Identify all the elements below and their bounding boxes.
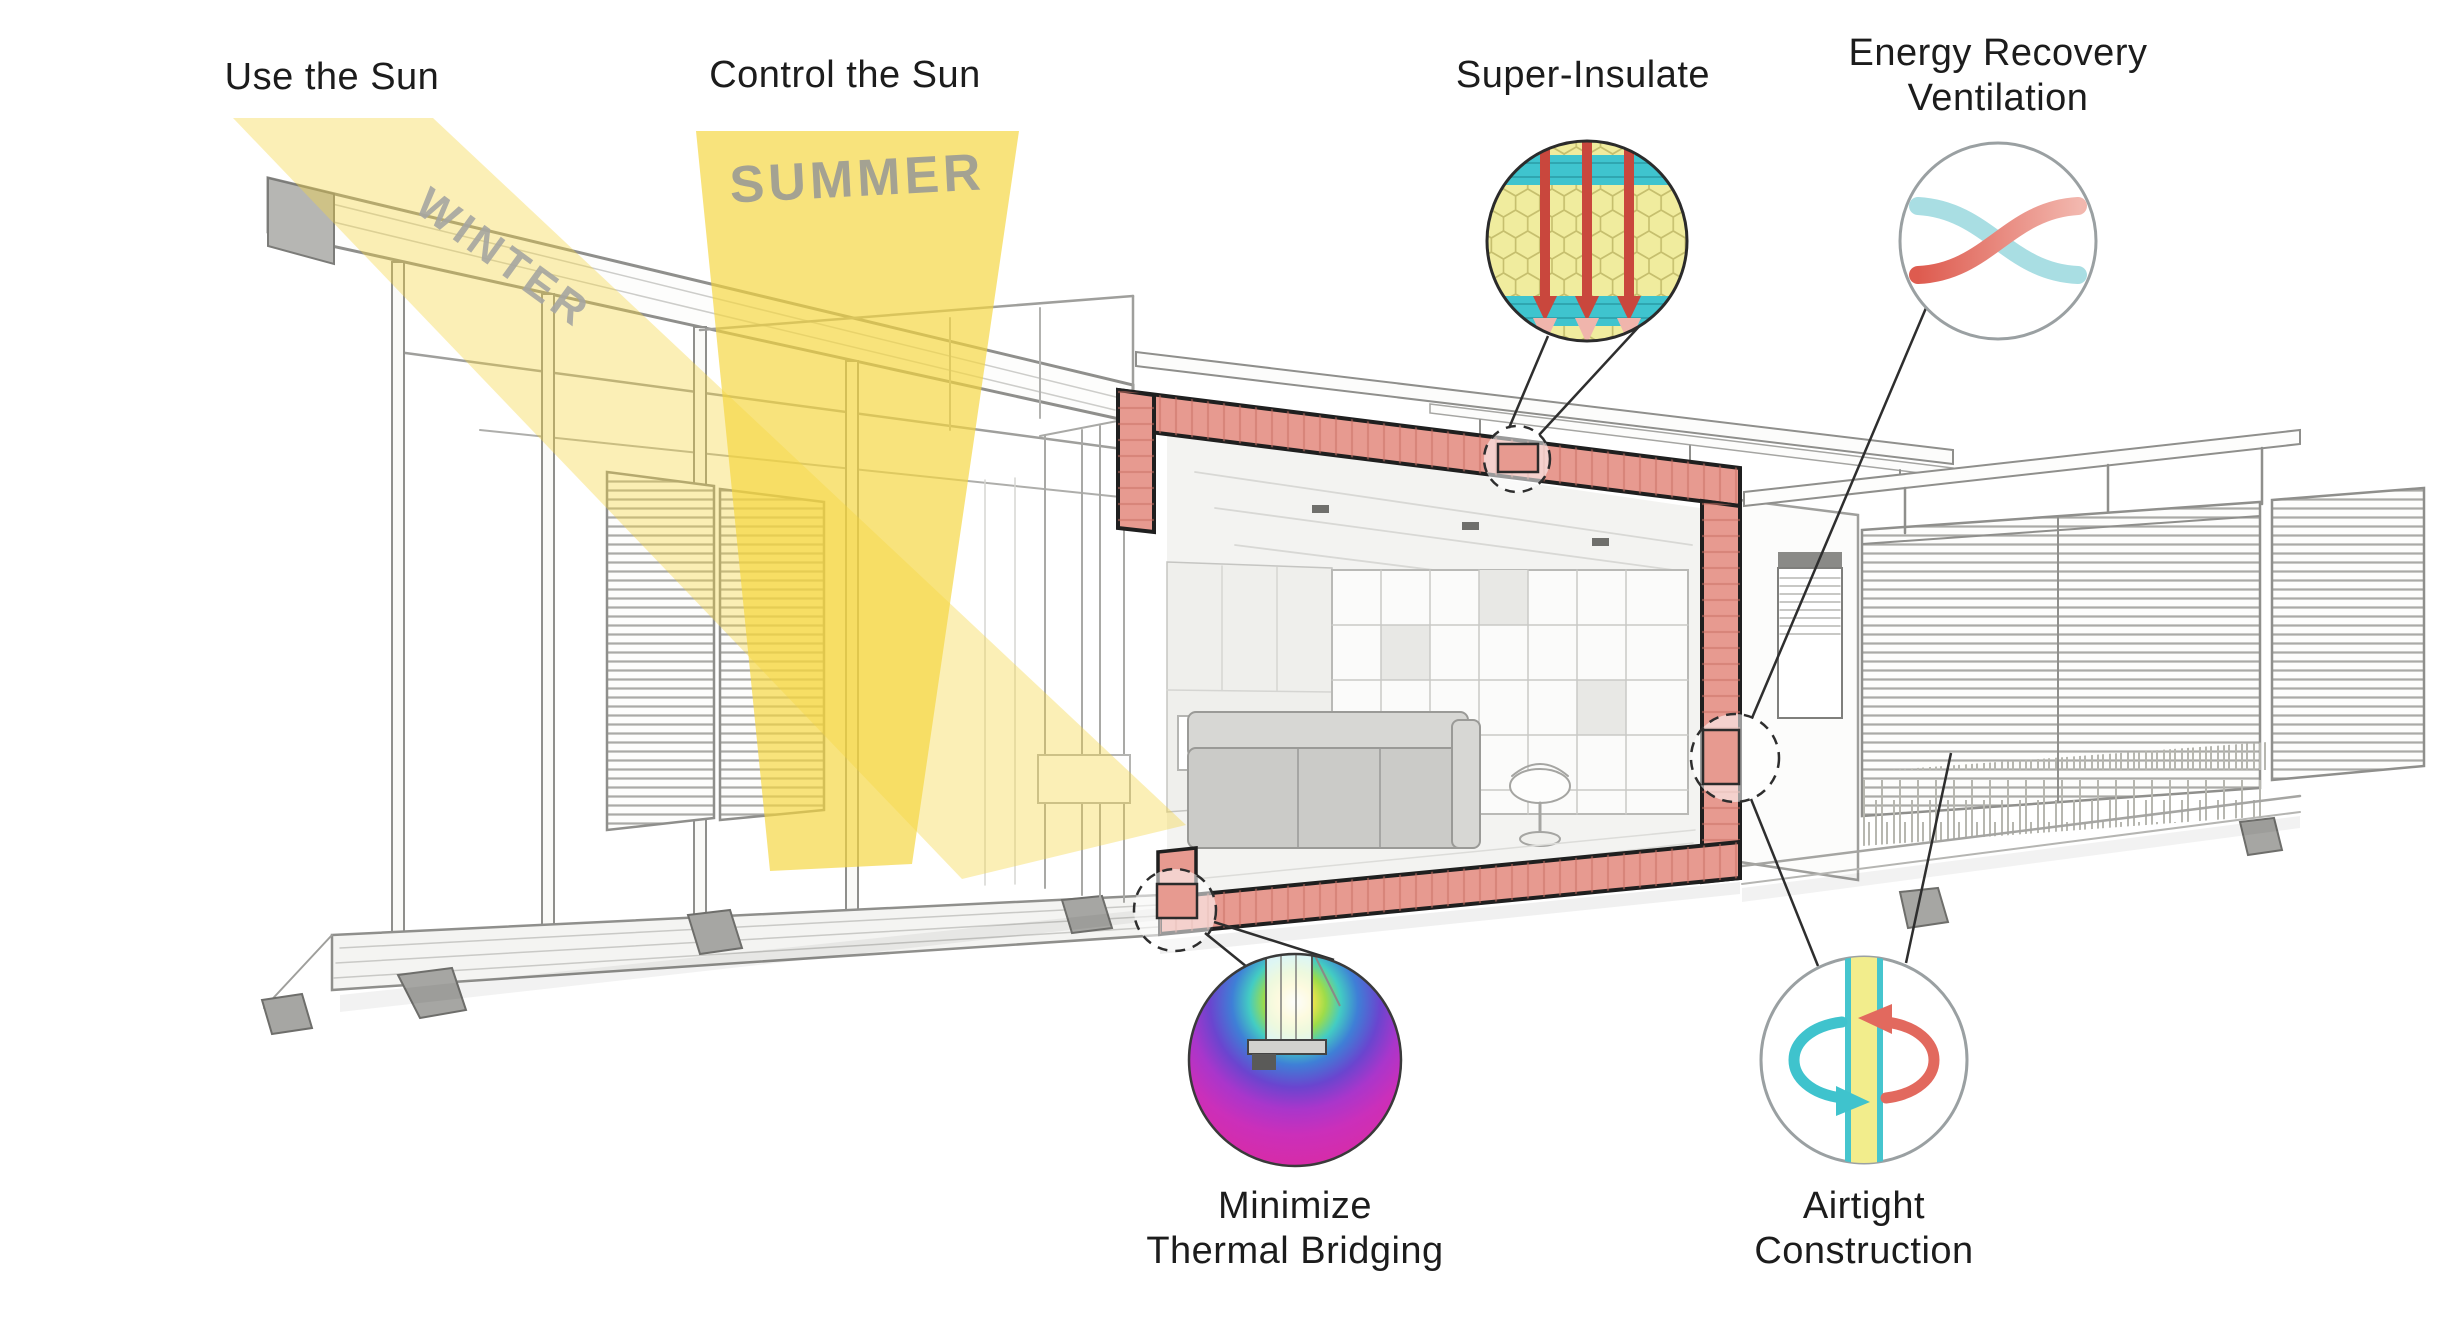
heat-loss-arrows — [1533, 141, 1641, 341]
summer-sun-beam — [696, 131, 1019, 871]
inside-air-arrow — [1788, 1016, 1848, 1104]
sofa — [1187, 711, 1481, 849]
track-light — [1462, 522, 1479, 530]
thermal-bridging-icon — [1187, 952, 1403, 1168]
callout-line-2: Construction — [1754, 1229, 1974, 1272]
ground-shadows — [340, 816, 2300, 1012]
leader-lines — [1204, 307, 1953, 968]
window-with-blinds — [1777, 552, 1843, 719]
tulip-chair — [1509, 763, 1571, 847]
callout-airtight-construction: Airtight Construction — [1754, 1184, 1973, 1274]
track-light — [1592, 538, 1609, 546]
airtight-membrane — [1845, 957, 1883, 1163]
detail-markers — [1132, 307, 1953, 968]
airtight-icon — [1759, 955, 1969, 1165]
outside-air-arrow — [1880, 1016, 1940, 1104]
callout-line-2: Thermal Bridging — [1146, 1229, 1444, 1272]
wall-section-sketch — [1247, 954, 1341, 1070]
callout-line-1: Airtight — [1802, 1185, 1926, 1227]
callout-line-1: Minimize — [1218, 1185, 1372, 1227]
summer-beam-label: SUMMER — [728, 143, 986, 214]
exhaust-air-stream — [1909, 197, 2087, 284]
callout-line-1: Energy Recovery — [1848, 32, 2148, 74]
super-insulate-icon — [1485, 139, 1689, 343]
room-interior — [1166, 430, 1700, 903]
left-deck — [260, 893, 1162, 1036]
winter-sun-beam — [233, 118, 1186, 879]
callout-minimize-thermal-bridging: Minimize Thermal Bridging — [1146, 1184, 1443, 1274]
callout-super-insulate: Super-Insulate — [1455, 54, 1711, 96]
callout-energy-recovery-ventilation: Energy Recovery Ventilation — [1849, 31, 2148, 121]
callout-line-2: Ventilation — [1907, 76, 2089, 119]
erv-icon — [1898, 141, 2098, 341]
grasses — [1862, 742, 2268, 846]
callout-control-the-sun: Control the Sun — [709, 54, 981, 96]
track-light — [1312, 505, 1329, 513]
callout-use-the-sun: Use the Sun — [224, 56, 440, 98]
